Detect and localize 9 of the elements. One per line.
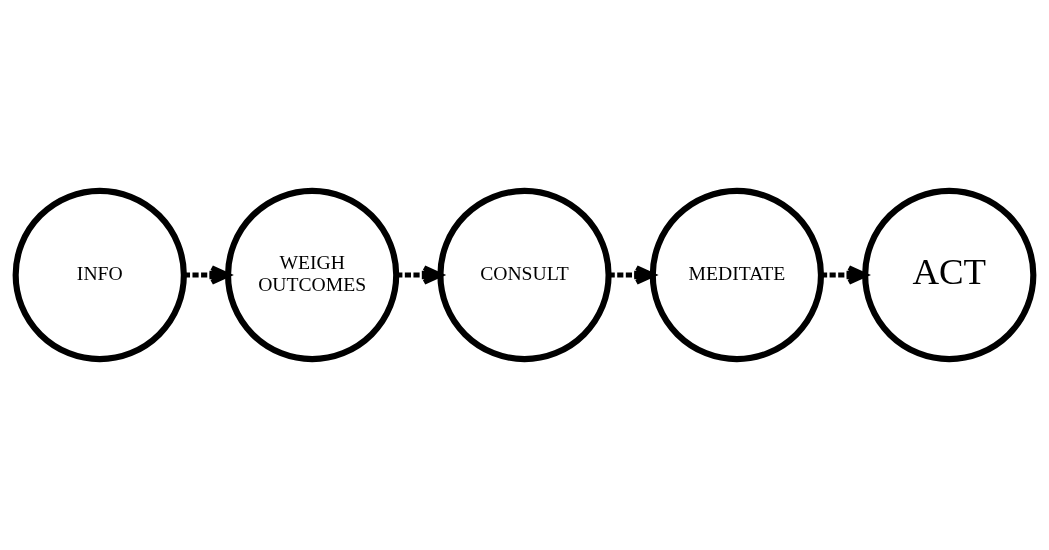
node-circle: CONSULT <box>437 187 612 363</box>
arrow <box>183 265 231 285</box>
node-circle: INFO <box>12 187 187 363</box>
node-circle: WEIGH OUTCOMES <box>224 187 400 363</box>
arrow <box>608 265 656 285</box>
arrow <box>396 265 443 285</box>
node-circle: MEDITATE <box>649 187 825 363</box>
arrow <box>821 265 868 285</box>
node-circle: ACT <box>862 187 1037 363</box>
